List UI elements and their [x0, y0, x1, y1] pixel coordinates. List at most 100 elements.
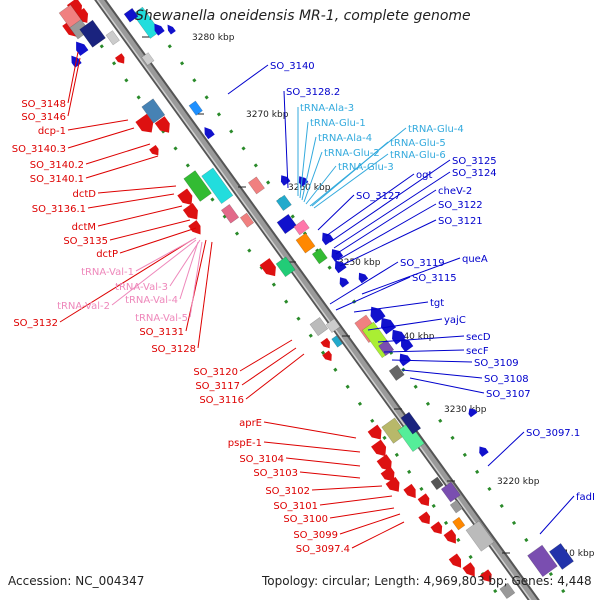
- gene-block: [452, 516, 466, 531]
- leader-line: [335, 276, 411, 311]
- gene-arrow: [367, 424, 382, 440]
- gene-arrow: [115, 53, 125, 64]
- leader-line: [67, 57, 81, 117]
- gene-label-left: SO_3131: [139, 327, 184, 338]
- gene-label-right: cheV-2: [438, 186, 472, 197]
- leader-line: [311, 141, 389, 207]
- leader-line: [85, 155, 159, 179]
- leader-line: [119, 227, 197, 254]
- gene-label-left: SO_3132: [13, 318, 58, 329]
- gene-label-left: dctP: [96, 249, 118, 260]
- leader-line: [239, 339, 293, 372]
- gene-label-right: yajC: [444, 315, 466, 326]
- leader-line: [67, 119, 129, 131]
- gene-block: [141, 98, 166, 124]
- gene-label-right: secF: [466, 346, 489, 357]
- gene-label-left: SO_3140.2: [30, 160, 84, 171]
- gene-label-left: SO_3146: [21, 112, 66, 123]
- gene-block: [276, 213, 297, 235]
- leader-line: [401, 369, 483, 379]
- gene-block: [548, 543, 574, 570]
- gene-label-left: SO_3148: [21, 99, 66, 110]
- tick-label: 3280 kbp: [192, 33, 235, 43]
- gene-label-right: SO_3121: [438, 216, 483, 227]
- gene-arrow: [167, 24, 176, 35]
- gene-arrow: [339, 277, 350, 288]
- gene-block: [132, 6, 161, 39]
- tick-label: 3240 kbp: [392, 332, 435, 342]
- gene-label-left: SO_3097.4: [296, 544, 350, 555]
- gene-label-left: pspE-1: [228, 438, 262, 449]
- trna-label-right: tRNA-Glu-5: [390, 138, 446, 149]
- trna-label-right: tRNA-Glu-2: [324, 148, 380, 159]
- leader-line: [367, 318, 443, 331]
- leader-line: [97, 185, 177, 194]
- gene-arrow: [66, 0, 82, 15]
- leader-line: [59, 239, 193, 323]
- trna-label-left: tRNA-Val-2: [57, 301, 110, 312]
- leader-line: [339, 513, 401, 535]
- gene-label-left: SO_3104: [239, 454, 284, 465]
- gene-arrow: [358, 272, 369, 284]
- gene-block: [295, 232, 316, 254]
- gene-arrow: [480, 569, 492, 583]
- trna-label-left: tRNA-Val-5: [135, 313, 188, 324]
- tick-label: 3250 kbp: [338, 258, 381, 268]
- genome-summary: Topology: circular; Length: 4,969,803 bp…: [262, 574, 592, 588]
- gene-label-right: SO_3107: [486, 389, 531, 400]
- gene-label-right: SO_3128.2: [286, 87, 340, 98]
- gene-arrow: [376, 454, 392, 471]
- leader-line: [351, 521, 405, 549]
- leader-line: [67, 127, 135, 149]
- gene-label-left: SO_3140.1: [30, 174, 84, 185]
- leader-line: [305, 165, 337, 205]
- gene-label-left: SO_3117: [195, 381, 240, 392]
- gene-label-left: SO_3120: [193, 367, 238, 378]
- gene-label-right: SO_3115: [412, 273, 457, 284]
- gene-label-right: SO_3127: [356, 191, 401, 202]
- gene-label-right: SO_3109: [474, 358, 519, 369]
- gene-block: [105, 30, 120, 46]
- tick-label: 3230 kbp: [444, 405, 487, 415]
- trna-label-right: tRNA-Glu-6: [390, 150, 446, 161]
- gene-block: [331, 335, 343, 348]
- gene-arrow: [401, 337, 414, 353]
- leader-line: [87, 193, 175, 209]
- leader-line: [169, 239, 201, 287]
- gene-arrow: [154, 116, 170, 133]
- trna-label-left: tRNA-Val-1: [81, 267, 134, 278]
- gene-arrow: [418, 511, 431, 525]
- gene-label-left: SO_3103: [253, 468, 298, 479]
- leader-line: [333, 171, 451, 249]
- leader-line: [329, 261, 399, 305]
- leader-line: [539, 495, 575, 535]
- leader-line: [337, 203, 437, 261]
- gene-arrow: [371, 439, 387, 457]
- gene-label-right: SO_3097.1: [526, 428, 580, 439]
- gene-label-right: SO_3140: [270, 61, 315, 72]
- gene-arrow: [177, 188, 193, 205]
- leader-line: [325, 173, 415, 237]
- gene-block: [309, 317, 329, 337]
- gene-label-left: SO_3140.3: [12, 144, 66, 155]
- leader-line: [335, 189, 437, 255]
- gene-label-left: SO_3136.1: [32, 204, 86, 215]
- trna-label-right: tRNA-Glu-1: [310, 118, 366, 129]
- leader-line: [329, 507, 395, 519]
- gene-arrow: [380, 466, 395, 482]
- gene-block: [123, 7, 139, 23]
- gene-block: [440, 481, 461, 503]
- leader-line: [135, 237, 197, 272]
- gene-arrow: [320, 337, 330, 349]
- gene-block: [311, 247, 328, 265]
- gene-arrow: [479, 446, 489, 457]
- label-leaders: [59, 51, 575, 549]
- gene-block: [499, 582, 516, 600]
- gene-arrow: [149, 144, 159, 156]
- gene-arrow: [430, 521, 443, 535]
- gene-label-right: secD: [466, 332, 491, 343]
- trna-label-right: tRNA-Ala-4: [318, 133, 372, 144]
- tick-label: 3270 kbp: [246, 110, 289, 120]
- gene-block: [247, 176, 265, 195]
- leader-line: [311, 485, 383, 491]
